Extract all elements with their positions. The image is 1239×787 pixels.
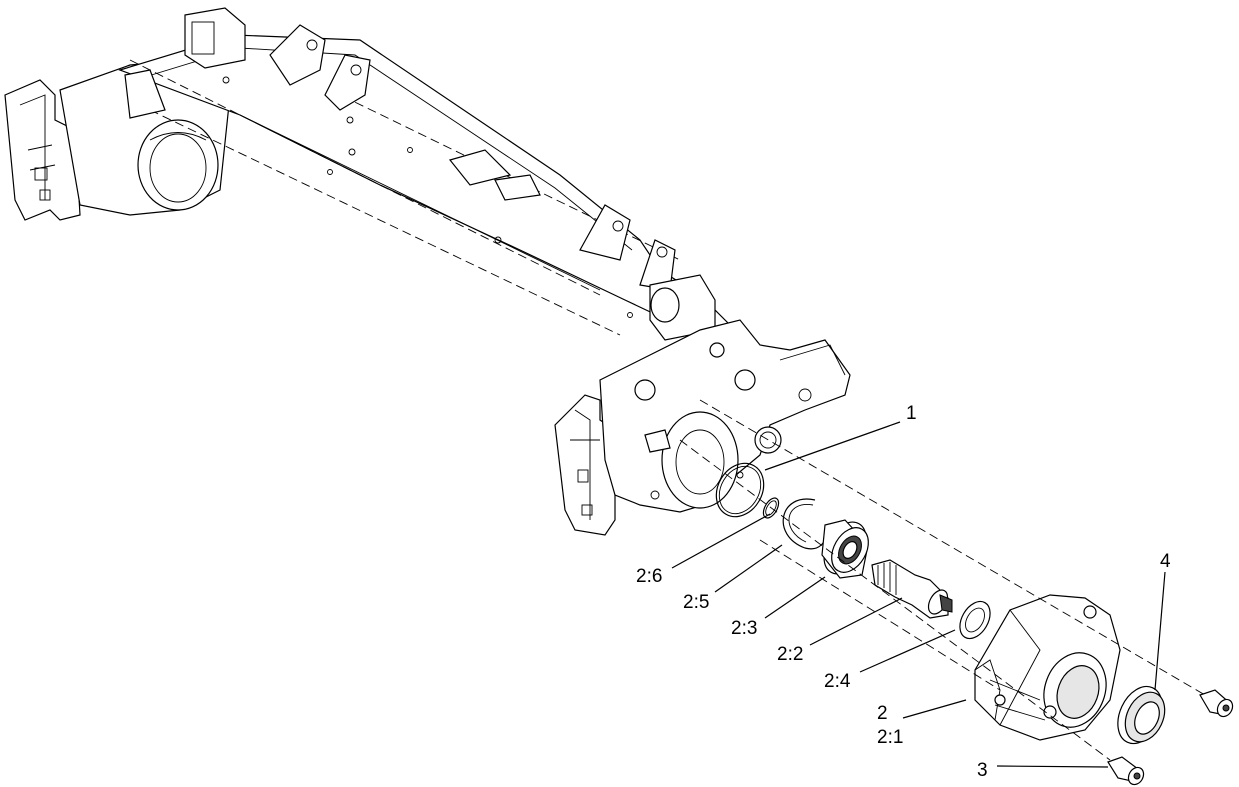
callout-2: 2	[877, 703, 888, 724]
leader-lines	[671, 421, 1166, 768]
right-end-housing	[554, 319, 851, 536]
axle-frame	[4, 7, 736, 346]
callout-4: 4	[1160, 551, 1171, 572]
shaft-part-2-2	[871, 559, 953, 619]
bearing-part-2-3	[821, 519, 869, 579]
o-ring-part-1	[715, 462, 765, 518]
callout-1: 1	[906, 403, 917, 424]
callout-2-5: 2:5	[683, 592, 709, 613]
bolt-upper-part-3	[1199, 689, 1234, 718]
retaining-clip-part-2-5	[782, 498, 827, 550]
callout-2-3: 2:3	[731, 618, 757, 639]
callout-2-4: 2:4	[824, 671, 851, 692]
callout-3: 3	[977, 760, 988, 781]
callout-2-2: 2:2	[777, 644, 803, 665]
callout-2-1: 2:1	[877, 727, 903, 748]
bolt-lower-part-3	[1107, 756, 1145, 786]
seal-ring-part-4	[1117, 685, 1166, 745]
callout-2-6: 2:6	[636, 566, 662, 587]
explosion-center-lines	[679, 399, 1206, 761]
cover-housing-part-2	[974, 594, 1121, 741]
seal-part-2-4	[959, 600, 991, 640]
